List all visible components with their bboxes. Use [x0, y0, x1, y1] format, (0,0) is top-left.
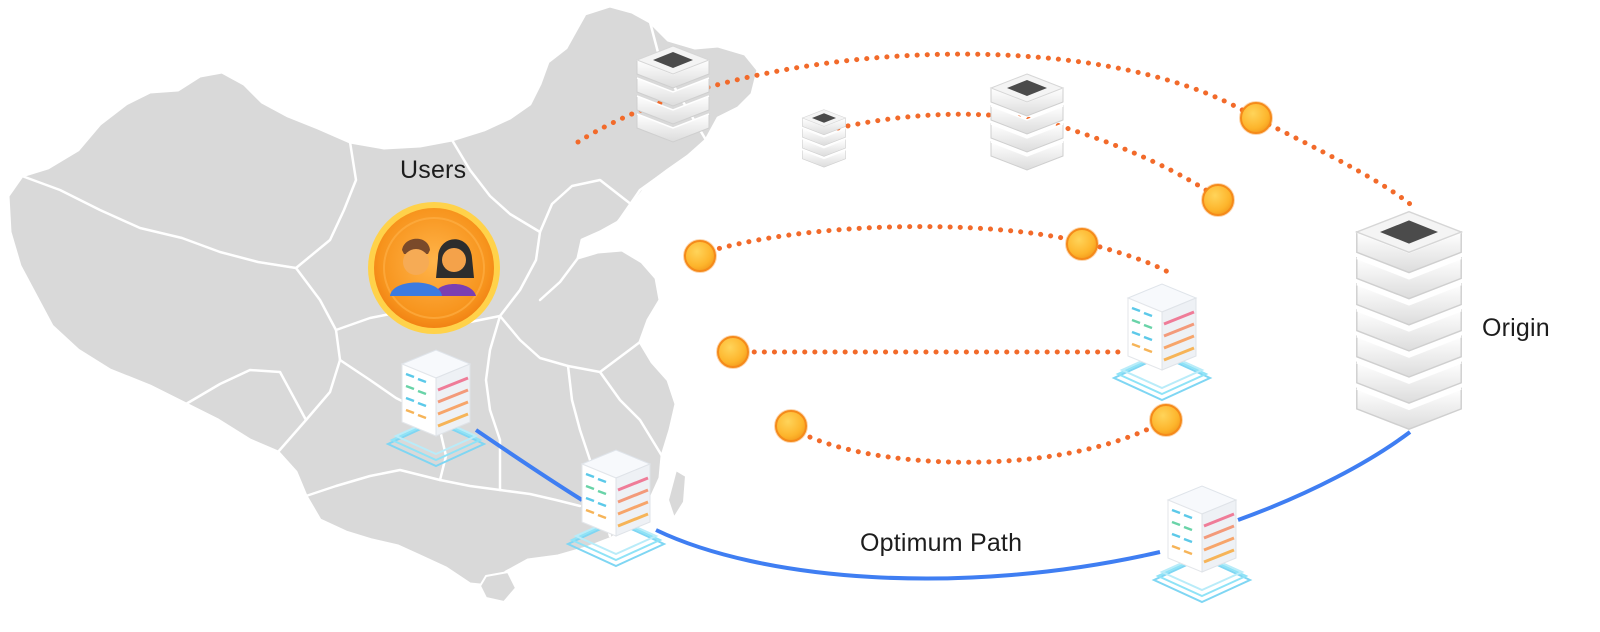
optimum-path-line [474, 428, 1412, 581]
cdn-edge-server-icon [1112, 282, 1212, 402]
users-group-icon [368, 202, 500, 334]
network-node-icon [682, 238, 718, 274]
route-mid-lower [789, 417, 1169, 465]
network-node-icon [715, 334, 751, 370]
origin-label: Origin [1482, 314, 1550, 342]
network-node-icon [1148, 402, 1184, 438]
relay-server-stack-icon [990, 73, 1064, 171]
relay-server-stack-icon [636, 45, 710, 143]
users-label: Users [400, 156, 467, 184]
cdn-edge-server-icon [1152, 484, 1252, 604]
network-node-icon [1064, 226, 1100, 262]
relay-server-stack-icon [801, 109, 847, 168]
optimum-path-label: Optimum Path [860, 529, 1023, 557]
network-node-icon [1238, 100, 1274, 136]
route-mid-upper [697, 224, 1171, 275]
network-node-icon [1200, 182, 1236, 218]
network-node-icon [773, 408, 809, 444]
route-north-outer [575, 51, 1413, 207]
network-nodes [682, 100, 1274, 444]
origin-server-stack-icon [1355, 210, 1463, 431]
